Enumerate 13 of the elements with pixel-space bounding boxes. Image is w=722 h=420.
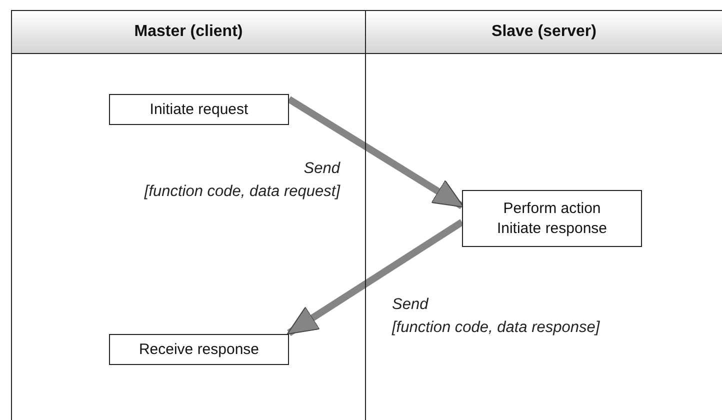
edge-label: Send [function code, data request] — [144, 159, 340, 202]
box-label: Receive response — [138, 340, 260, 360]
process-box — [462, 190, 642, 247]
swimlane-column — [11, 10, 366, 420]
edge-label: Send [function code, data response] — [392, 295, 600, 338]
arrow — [286, 219, 464, 336]
column-title: Slave (server) — [492, 23, 596, 41]
box-label: Perform action Initiate response — [496, 199, 608, 238]
process-box — [109, 94, 289, 125]
arrow — [287, 96, 464, 210]
column-title: Master (client) — [134, 23, 243, 41]
process-box — [109, 334, 289, 365]
box-label: Initiate request — [150, 100, 248, 120]
